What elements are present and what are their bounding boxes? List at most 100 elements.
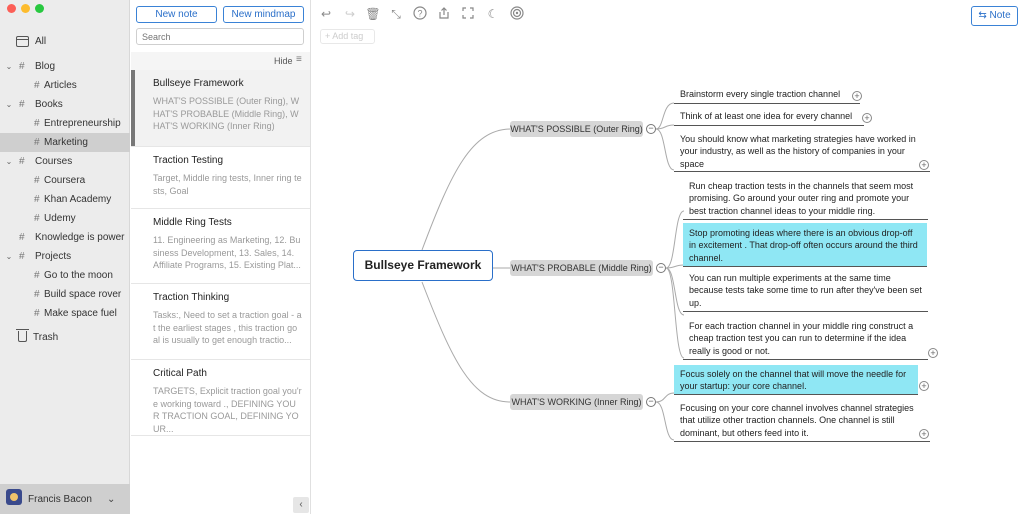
sidebar-item-label: Trash [33, 332, 59, 343]
hash-icon: # [19, 156, 25, 167]
sidebar: All ⌄ # Blog # Articles ⌄ # Books # Entr… [0, 0, 130, 514]
sidebar-item-go-to-the-moon[interactable]: # Go to the moon [0, 266, 130, 285]
hash-icon: # [34, 308, 40, 319]
undo-icon[interactable]: ↩ [320, 7, 332, 21]
note-card-traction-thinking[interactable]: Traction Thinking Tasks:, Need to set a … [131, 284, 310, 360]
collapse-toggle-icon[interactable]: − [646, 124, 656, 134]
trash-icon[interactable]: 🗑 [365, 7, 381, 21]
note-card-traction-testing[interactable]: Traction Testing Target, Middle ring tes… [131, 147, 310, 209]
note-mode-button[interactable]: ⇆ Note [971, 6, 1018, 26]
swap-icon: ⇆ [978, 10, 987, 21]
mindmap-canvas[interactable]: Bullseye Framework WHAT'S POSSIBLE (Oute… [312, 50, 1024, 514]
sidebar-item-books[interactable]: ⌄ # Books [0, 95, 130, 114]
mindmap-leaf[interactable]: For each traction channel in your middle… [683, 320, 928, 360]
collapse-icon[interactable]: ⤡ [391, 7, 401, 21]
sidebar-item-trash[interactable]: Trash [0, 328, 130, 347]
maximize-window-button[interactable] [35, 4, 44, 13]
sidebar-item-label: Blog [35, 61, 56, 72]
chevron-down-icon[interactable]: ⌄ [5, 157, 13, 166]
hash-icon: # [19, 99, 25, 110]
add-tag-input[interactable]: + Add tag [320, 29, 375, 44]
target-icon[interactable] [509, 6, 525, 22]
mindmap-leaf[interactable]: Brainstorm every single traction channel [674, 88, 860, 104]
all-notes-icon [16, 36, 29, 47]
mindmap-branch-probable[interactable]: WHAT'S PROBABLE (Middle Ring) [510, 260, 653, 276]
sidebar-item-marketing[interactable]: # Marketing [0, 133, 130, 152]
fullscreen-icon[interactable] [460, 6, 476, 22]
note-card-critical-path[interactable]: Critical Path TARGETS, Explicit traction… [131, 360, 310, 436]
sidebar-item-projects[interactable]: ⌄ # Projects [0, 247, 130, 266]
sidebar-item-courses[interactable]: ⌄ # Courses [0, 152, 130, 171]
hash-icon: # [34, 137, 40, 148]
note-card-bullseye-framework[interactable]: Bullseye Framework WHAT'S POSSIBLE (Oute… [131, 70, 310, 147]
note-preview: WHAT'S POSSIBLE (Outer Ring), WHAT'S PRO… [153, 96, 300, 131]
add-child-icon[interactable]: + [919, 160, 929, 170]
note-list: New note New mindmap Hide ≡ Bullseye Fra… [131, 0, 311, 514]
mindmap-leaf[interactable]: You should know what marketing strategie… [674, 133, 930, 172]
hash-icon: # [34, 175, 40, 186]
chevron-down-icon[interactable]: ⌄ [5, 62, 13, 71]
user-name: Francis Bacon [28, 493, 92, 505]
mindmap-leaf[interactable]: Focusing on your core channel involves c… [674, 402, 930, 442]
redo-icon[interactable]: ↪ [344, 7, 356, 21]
sidebar-item-udemy[interactable]: # Udemy [0, 209, 130, 228]
note-card-middle-ring-tests[interactable]: Middle Ring Tests 11. Engineering as Mar… [131, 209, 310, 284]
share-icon[interactable] [436, 6, 452, 22]
close-window-button[interactable] [7, 4, 16, 13]
mindmap-leaf[interactable]: Think of at least one idea for every cha… [674, 110, 864, 126]
chevron-down-icon[interactable]: ⌄ [5, 100, 13, 109]
hash-icon: # [34, 213, 40, 224]
dark-mode-icon[interactable]: ☾ [487, 7, 499, 21]
add-child-icon[interactable]: + [919, 429, 929, 439]
sidebar-item-label: All [35, 36, 47, 47]
sidebar-item-build-space-rover[interactable]: # Build space rover [0, 285, 130, 304]
collapse-list-button[interactable]: ‹ [293, 497, 309, 513]
mindmap-leaf-highlighted[interactable]: Focus solely on the channel that will mo… [674, 365, 918, 395]
sidebar-item-label: Entrepreneurship [44, 118, 121, 129]
note-mode-label: Note [989, 10, 1011, 21]
sidebar-item-coursera[interactable]: # Coursera [0, 171, 130, 190]
note-title: Middle Ring Tests [153, 217, 232, 228]
mindmap-leaf[interactable]: Run cheap traction tests in the channels… [683, 180, 928, 220]
mindmap-branch-working[interactable]: WHAT'S WORKING (Inner Ring) [510, 394, 643, 410]
collapse-toggle-icon[interactable]: − [656, 263, 666, 273]
search-input[interactable] [136, 28, 304, 45]
new-note-button[interactable]: New note [136, 6, 217, 23]
hash-icon: # [34, 289, 40, 300]
chevron-down-icon[interactable]: ⌄ [5, 252, 13, 261]
avatar[interactable] [6, 489, 22, 505]
sidebar-item-label: Make space fuel [44, 308, 117, 319]
chevron-down-icon[interactable]: ⌄ [107, 493, 116, 505]
collapse-toggle-icon[interactable]: − [646, 397, 656, 407]
hash-icon: # [34, 270, 40, 281]
add-child-icon[interactable]: + [928, 348, 938, 358]
hash-icon: # [34, 80, 40, 91]
sidebar-item-khan-academy[interactable]: # Khan Academy [0, 190, 130, 209]
sidebar-item-blog[interactable]: ⌄ # Blog [0, 57, 130, 76]
list-header: Hide ≡ [131, 52, 310, 70]
note-preview: Tasks:, Need to set a traction goal - at… [153, 310, 302, 345]
sidebar-item-entrepreneurship[interactable]: # Entrepreneurship [0, 114, 130, 133]
note-preview: TARGETS, Explicit traction goal you're w… [153, 386, 302, 434]
hash-icon: # [19, 251, 25, 262]
mindmap-branch-possible[interactable]: WHAT'S POSSIBLE (Outer Ring) [510, 121, 643, 137]
note-title: Traction Thinking [153, 292, 230, 303]
sidebar-item-knowledge-is-power[interactable]: # Knowledge is power [0, 228, 130, 247]
mindmap-leaf[interactable]: You can run multiple experiments at the … [683, 272, 928, 312]
minimize-window-button[interactable] [21, 4, 30, 13]
sidebar-item-all[interactable]: All [0, 32, 130, 51]
add-child-icon[interactable]: + [862, 113, 872, 123]
sidebar-item-label: Knowledge is power [35, 232, 125, 243]
add-child-icon[interactable]: + [919, 381, 929, 391]
sidebar-item-label: Articles [44, 80, 77, 91]
menu-icon[interactable]: ≡ [296, 54, 302, 65]
hide-button[interactable]: Hide [274, 56, 293, 66]
help-icon[interactable]: ? [412, 6, 428, 22]
mindmap-leaf-highlighted[interactable]: Stop promoting ideas where there is an o… [683, 223, 927, 267]
mindmap-root-node[interactable]: Bullseye Framework [353, 250, 493, 281]
sidebar-item-make-space-fuel[interactable]: # Make space fuel [0, 304, 130, 323]
add-child-icon[interactable]: + [852, 91, 862, 101]
new-mindmap-button[interactable]: New mindmap [223, 6, 304, 23]
hash-icon: # [19, 232, 25, 243]
sidebar-item-articles[interactable]: # Articles [0, 76, 130, 95]
